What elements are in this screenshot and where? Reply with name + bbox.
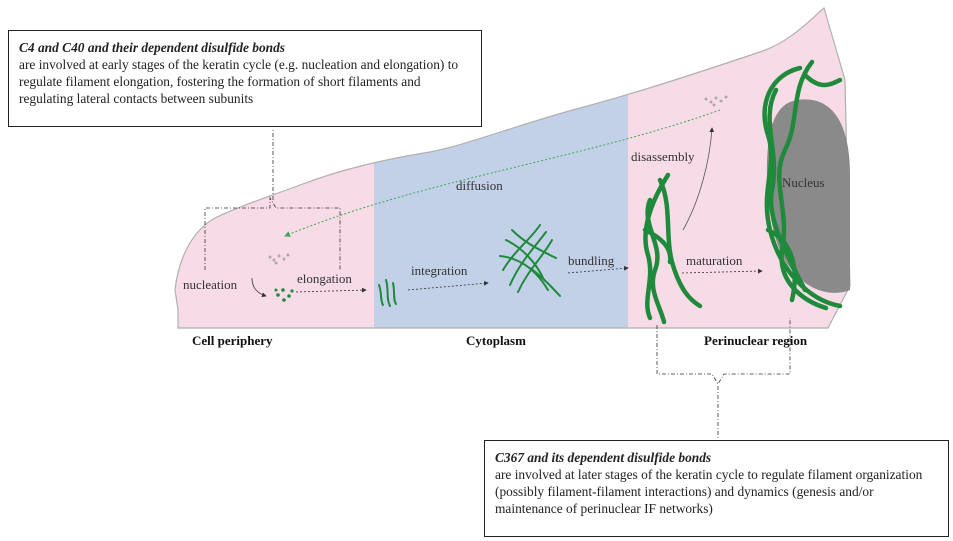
late-stage-callout-title: C367 and its dependent disulfide bonds (495, 449, 938, 466)
region-cytoplasm: Cytoplasm (466, 333, 526, 348)
late-stage-callout: C367 and its dependent disulfide bonds a… (484, 440, 949, 537)
label-diffusion: diffusion (456, 178, 503, 193)
region-perinuclear: Perinuclear region (704, 333, 808, 348)
late-stage-callout-text: are involved at later stages of the kera… (495, 467, 922, 516)
label-integration: integration (411, 263, 468, 278)
label-elongation: elongation (297, 271, 352, 286)
label-disassembly: disassembly (631, 149, 695, 164)
label-nucleus: Nucleus (782, 175, 825, 190)
region-cell-periphery: Cell periphery (192, 333, 273, 348)
label-bundling: bundling (568, 253, 615, 268)
early-stage-callout: C4 and C40 and their dependent disulfide… (8, 30, 482, 127)
label-maturation: maturation (686, 253, 743, 268)
label-nucleation: nucleation (183, 277, 238, 292)
early-stage-callout-title: C4 and C40 and their dependent disulfide… (19, 39, 471, 56)
early-stage-callout-text: are involved at early stages of the kera… (19, 57, 458, 106)
